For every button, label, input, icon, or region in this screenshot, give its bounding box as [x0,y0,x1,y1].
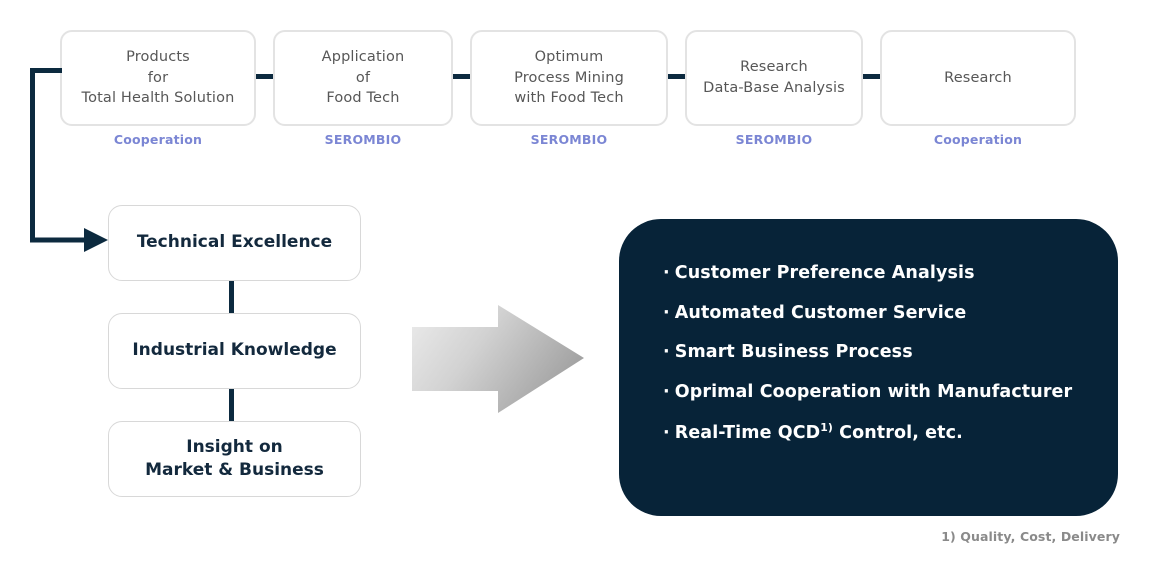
process-box-5[interactable]: Research [880,30,1076,126]
process-connector-1-2 [256,74,273,79]
outcome-item-5-footnote-marker: 1) [820,421,833,434]
outcome-item-2-text: Automated Customer Service [674,302,967,323]
transition-block-arrow-svg [412,305,584,413]
elbow-path [30,68,88,243]
feedback-elbow-arrow [28,68,118,254]
process-box-2[interactable]: Application of Food Tech [273,30,453,126]
process-caption-1: Cooperation [113,132,203,147]
transition-block-arrow [412,305,584,413]
bullet-dot-icon: · [663,342,670,362]
block-arrow-shape [412,305,584,413]
process-connector-3-4 [668,74,685,79]
bullet-dot-icon: · [663,422,670,443]
bullet-dot-icon: · [663,302,670,323]
process-caption-3: SEROMBIO [530,132,608,147]
capability-box-insight-market-business[interactable]: Insight on Market & Business [108,421,361,497]
outcome-item-2: ·Automated Customer Service [663,303,1118,323]
outcome-item-1-text: Customer Preference Analysis [674,263,975,283]
process-caption-2: SEROMBIO [324,132,402,147]
outcomes-list: ·Customer Preference Analysis ·Automated… [663,263,1118,443]
capability-link-1-2 [229,281,234,313]
outcomes-panel: ·Customer Preference Analysis ·Automated… [619,219,1118,516]
process-connector-2-3 [453,74,470,79]
elbow-arrowhead [84,228,108,252]
outcome-item-1: ·Customer Preference Analysis [663,263,1118,283]
process-box-1[interactable]: Products for Total Health Solution [60,30,256,126]
outcome-item-5-text-after: Control, etc. [832,422,963,443]
process-box-4[interactable]: Research Data-Base Analysis [685,30,863,126]
outcome-item-5: ·Real-Time QCD1) Control, etc. [663,421,1118,443]
outcome-item-5-text: Real-Time QCD [674,422,821,443]
process-connector-4-5 [863,74,880,79]
outcome-item-3-text: Smart Business Process [674,342,913,362]
footnote-text: 1) Quality, Cost, Delivery [941,529,1120,544]
outcome-item-4: ·Oprimal Cooperation with Manufacturer [663,382,1118,402]
bullet-dot-icon: · [663,381,670,402]
capability-box-industrial-knowledge[interactable]: Industrial Knowledge [108,313,361,389]
bullet-dot-icon: · [663,263,670,283]
capability-link-2-3 [229,389,234,421]
outcome-item-4-text: Oprimal Cooperation with Manufacturer [674,381,1073,402]
outcome-item-3: ·Smart Business Process [663,342,1118,362]
process-box-3[interactable]: Optimum Process Mining with Food Tech [470,30,668,126]
feedback-elbow-arrow-svg [30,68,108,252]
process-caption-4: SEROMBIO [735,132,813,147]
process-caption-5: Cooperation [933,132,1023,147]
capability-box-technical-excellence[interactable]: Technical Excellence [108,205,361,281]
